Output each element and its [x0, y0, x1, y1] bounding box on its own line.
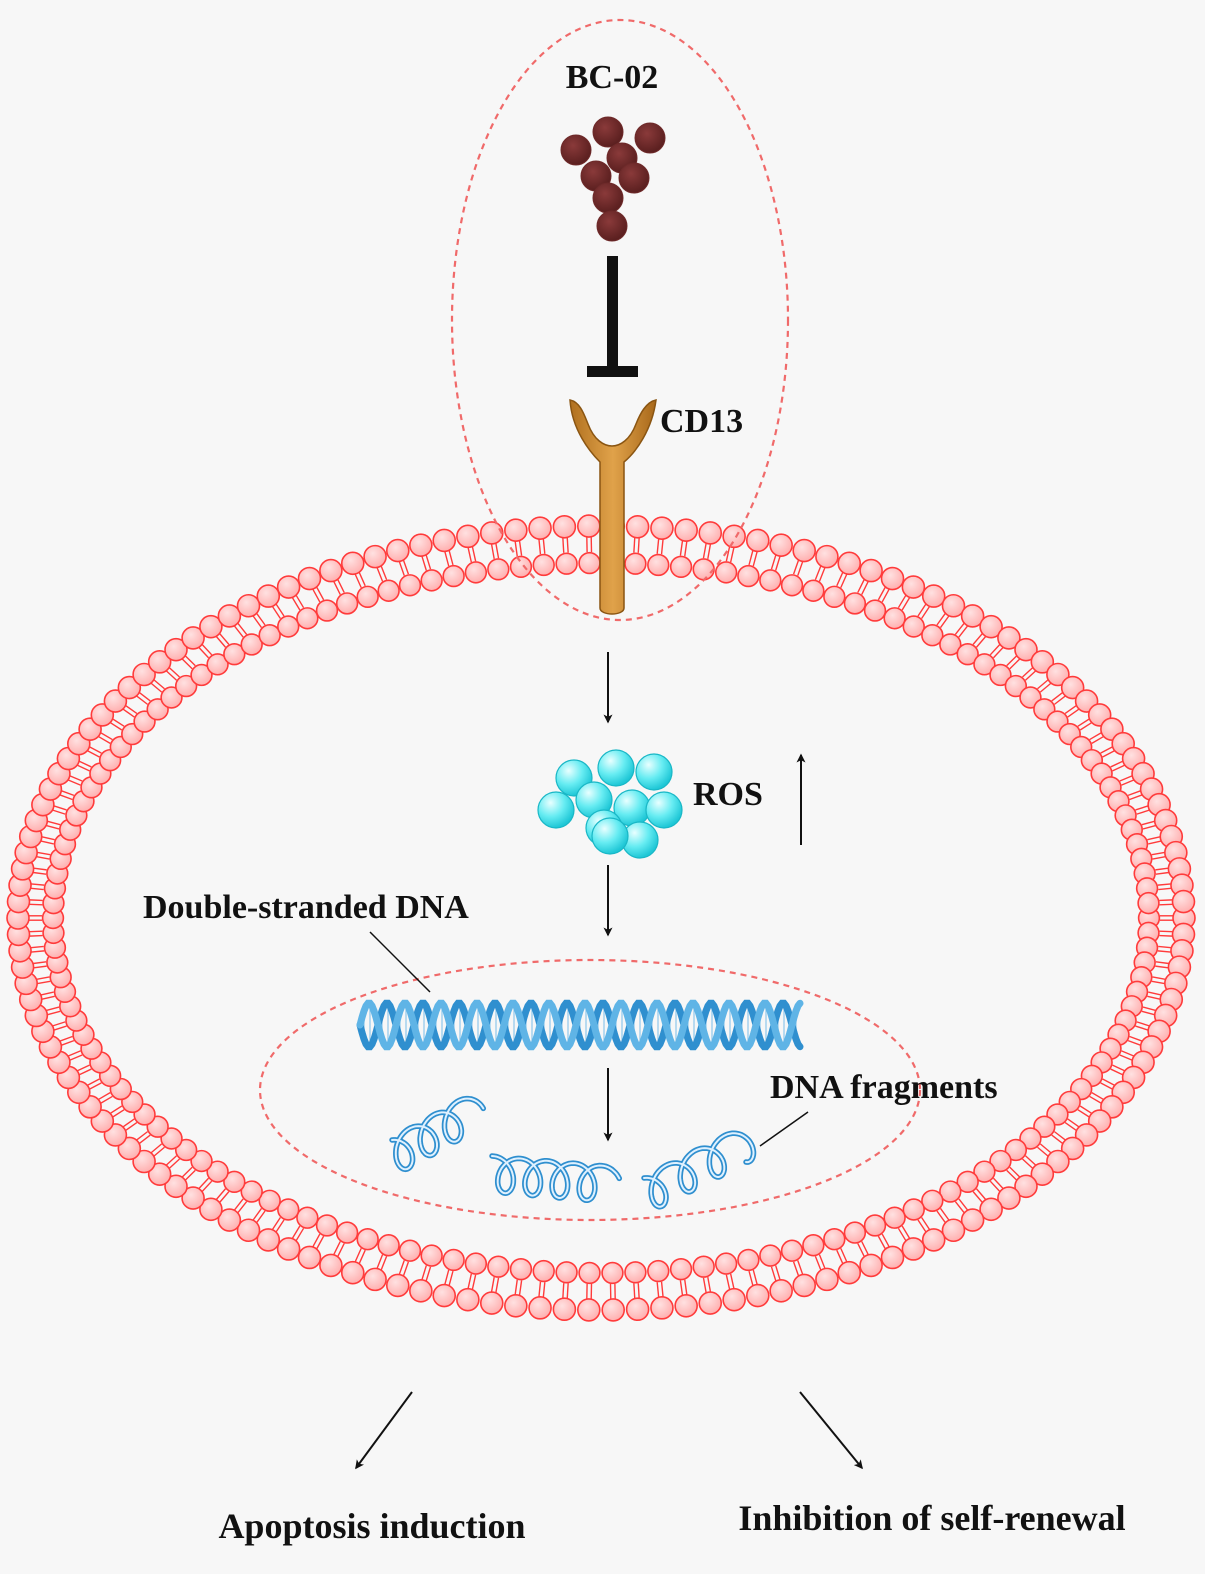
outcome-apoptosis-label: Apoptosis induction — [218, 1506, 525, 1546]
ros-label: ROS — [693, 776, 763, 813]
outcome-self-renewal-label: Inhibition of self-renewal — [738, 1498, 1125, 1538]
receptor-label: CD13 — [660, 403, 743, 440]
fragments-label: DNA fragments — [770, 1069, 998, 1106]
dsdna-label: Double-stranded DNA — [143, 889, 469, 926]
drug-label: BC-02 — [566, 59, 659, 96]
